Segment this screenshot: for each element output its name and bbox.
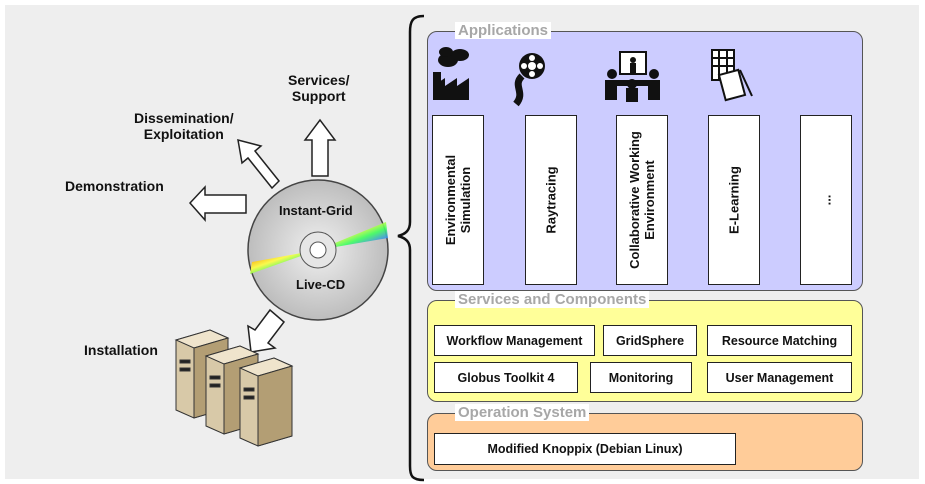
e-learning-icon bbox=[711, 49, 753, 102]
services-arrow bbox=[303, 118, 337, 177]
dissemination-label: Dissemination/ Exploitation bbox=[134, 110, 234, 142]
meeting-icon bbox=[605, 51, 660, 102]
installation-arrow bbox=[247, 308, 286, 353]
services-support-label: Services/ Support bbox=[288, 72, 350, 104]
factory-icon bbox=[433, 47, 469, 100]
installation-label: Installation bbox=[84, 342, 158, 358]
app-environmental-simulation: Environmental Simulation bbox=[432, 115, 484, 285]
cd-icon bbox=[247, 179, 389, 321]
app-label: ... bbox=[818, 194, 834, 206]
applications-title: Applications bbox=[455, 22, 552, 39]
cd-top-label: Instant-Grid bbox=[279, 203, 353, 218]
gridsphere-box: GridSphere bbox=[603, 325, 697, 356]
cd-bottom-label: Live-CD bbox=[296, 277, 346, 292]
app-e-learning: E-Learning bbox=[708, 115, 760, 285]
workflow-management-box: Workflow Management bbox=[434, 325, 595, 356]
resource-matching-box: Resource Matching bbox=[707, 325, 852, 356]
film-reel-icon bbox=[513, 53, 545, 107]
app-label: Raytracing bbox=[543, 166, 559, 234]
monitoring-box: Monitoring bbox=[590, 362, 692, 393]
curly-brace bbox=[397, 14, 425, 482]
demonstration-label: Demonstration bbox=[65, 178, 164, 194]
app-more: ... bbox=[800, 115, 852, 285]
dissemination-arrow bbox=[237, 138, 281, 190]
app-raytracing: Raytracing bbox=[525, 115, 577, 285]
os-title: Operation System bbox=[455, 404, 590, 421]
app-collaborative-working: Collaborative Working Environment bbox=[616, 115, 668, 285]
services-title: Services and Components bbox=[455, 291, 650, 308]
demonstration-arrow bbox=[188, 185, 247, 222]
servers-icon bbox=[174, 329, 294, 447]
app-label: E-Learning bbox=[726, 166, 742, 234]
app-label: Environmental Simulation bbox=[443, 154, 473, 246]
knoppix-box: Modified Knoppix (Debian Linux) bbox=[434, 433, 736, 465]
app-label: Collaborative Working Environment bbox=[627, 131, 657, 269]
globus-toolkit-box: Globus Toolkit 4 bbox=[434, 362, 578, 393]
user-management-box: User Management bbox=[707, 362, 852, 393]
